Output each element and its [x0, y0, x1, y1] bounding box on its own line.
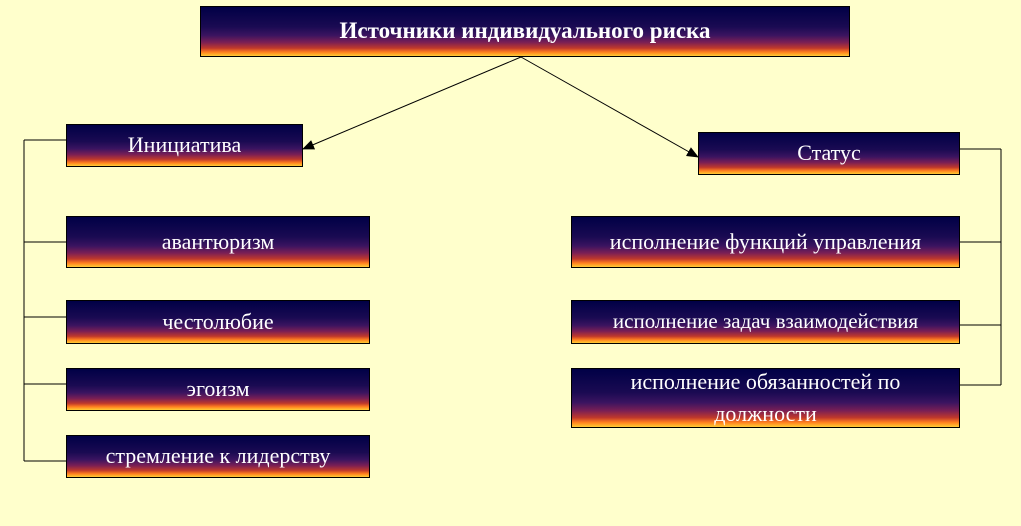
left-item-egoism: эгоизм: [66, 368, 370, 411]
initiative-header: Инициатива: [66, 124, 303, 167]
arrow-to-status: [520, 56, 699, 158]
right-item-interaction: исполнение задач взаимодействия: [571, 300, 960, 344]
left-item-ambition: честолюбие: [66, 300, 370, 344]
left-item-leadership: стремление к лидерству: [66, 435, 370, 478]
right-item-duties: исполнение обязанностей по должности: [571, 368, 960, 428]
left-bracket: [23, 139, 66, 462]
left-item-adventurism: авантюризм: [66, 216, 370, 268]
diagram-title: Источники индивидуального риска: [200, 6, 850, 57]
right-item-management: исполнение функций управления: [571, 216, 960, 268]
status-header: Статус: [698, 132, 960, 175]
right-bracket: [960, 148, 1002, 386]
arrow-to-initiative: [302, 56, 522, 150]
